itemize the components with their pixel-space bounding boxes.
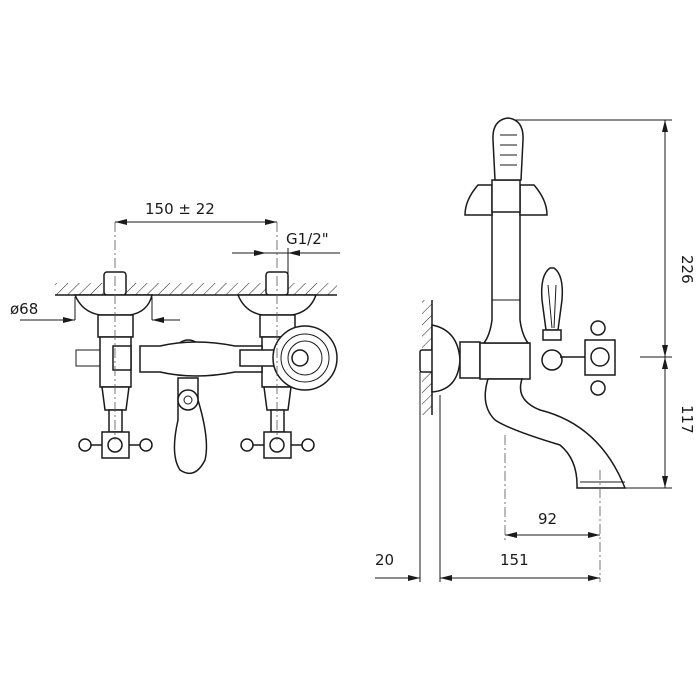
cross-handle-right — [240, 431, 315, 459]
mixer-body — [139, 341, 263, 377]
shower-holder — [464, 184, 548, 216]
dim-wall-offset: 20 — [375, 551, 420, 581]
lever-base — [542, 329, 562, 341]
dim-spout-reach-label: 92 — [538, 510, 557, 528]
column — [482, 209, 530, 344]
dim-wall-offset-label: 20 — [375, 551, 394, 569]
dim-height-spout: 117 — [662, 357, 696, 488]
dim-thread: G1/2" — [232, 230, 340, 275]
dim-height-top: 226 — [662, 120, 696, 357]
dim-spout-reach: 92 — [505, 510, 600, 538]
hose-nut — [112, 345, 132, 371]
hose-connection — [75, 349, 101, 367]
escutcheon-left — [73, 294, 153, 316]
cross-handle-left — [78, 431, 153, 459]
cross-handle-knob-top — [590, 320, 606, 336]
dim-total-depth-label: 151 — [500, 551, 529, 569]
valve-bonnet-right — [263, 386, 292, 411]
hand-shower — [492, 117, 524, 181]
diverter-knob — [177, 389, 199, 411]
dim-spacing-label: 150 ± 22 — [145, 200, 215, 218]
holder-collar — [491, 179, 521, 213]
front-view: 150 ± 22 G1/2" ø68 — [10, 200, 340, 475]
cross-handle-knob-bottom — [590, 380, 606, 396]
dim-spacing: 150 ± 22 — [114, 200, 278, 440]
crystal-lever — [540, 267, 564, 331]
spindle-left — [108, 409, 123, 433]
diverter-side — [541, 349, 563, 371]
dim-escutcheon: ø68 — [10, 297, 180, 323]
dim-thread-label: G1/2" — [286, 230, 329, 248]
shower-outlet — [291, 349, 309, 367]
escutcheon-side — [431, 324, 461, 393]
spout-side — [484, 378, 627, 489]
spindle-right — [270, 409, 285, 433]
nut-left — [97, 314, 134, 338]
wall-hatch — [55, 283, 337, 295]
dim-escutcheon-label: ø68 — [10, 300, 38, 318]
cross-handle-side-cap — [590, 347, 610, 367]
body-side — [479, 342, 531, 380]
dim-height-spout-label: 117 — [678, 405, 696, 434]
dim-height-top-label: 226 — [678, 255, 696, 284]
valve-bonnet-left — [101, 386, 130, 411]
nut-side — [459, 341, 481, 379]
side-view: 226 117 92 151 20 — [375, 117, 696, 582]
dim-total-depth: 151 — [440, 551, 600, 581]
